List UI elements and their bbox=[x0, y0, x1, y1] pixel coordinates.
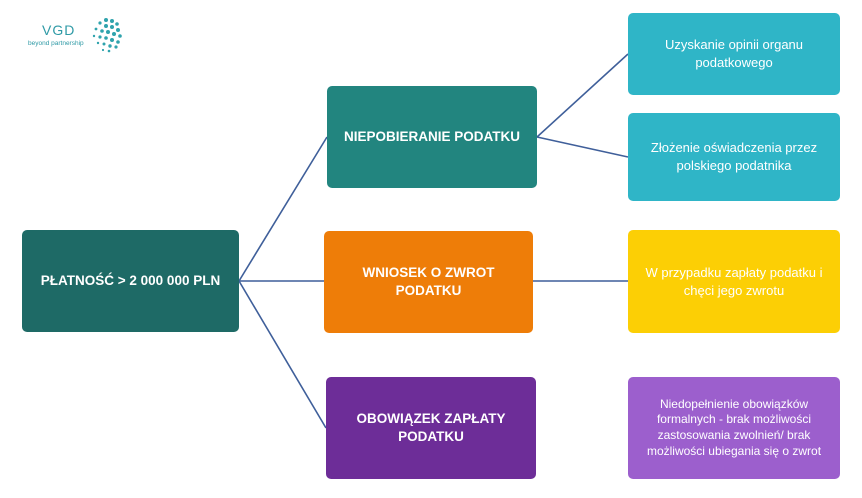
leaf-node-niedopelnienie: Niedopełnienie obowiązków formalnych - b… bbox=[628, 377, 840, 479]
root-label: PŁATNOŚĆ > 2 000 000 PLN bbox=[40, 272, 221, 288]
logo-dots-icon bbox=[92, 18, 122, 53]
vgd-logo: VGD beyond partnership bbox=[28, 14, 128, 54]
branch-label: NIEPOBIERANIE PODATKU bbox=[343, 128, 520, 144]
leaf-node-oswiadczenie: Złożenie oświadczenia przez polskiego po… bbox=[628, 113, 840, 201]
branch-node-niepobieranie: NIEPOBIERANIE PODATKU bbox=[327, 86, 537, 188]
branch-label: WNIOSEK O ZWROT PODATKU bbox=[362, 264, 495, 298]
leaf-node-zwrot: W przypadku zapłaty podatku i chęci jego… bbox=[628, 230, 840, 333]
leaf-label: Niedopełnienie obowiązków formalnych - b… bbox=[646, 396, 822, 458]
leaf-label: Złożenie oświadczenia przez polskiego po… bbox=[650, 140, 818, 173]
root-node: PŁATNOŚĆ > 2 000 000 PLN bbox=[22, 230, 239, 332]
leaf-label: Uzyskanie opinii organu podatkowego bbox=[664, 37, 804, 70]
branch-label: OBOWIĄZEK ZAPŁATY PODATKU bbox=[356, 410, 506, 444]
logo-tagline: beyond partnership bbox=[28, 40, 84, 47]
connector-root-branch-3 bbox=[238, 280, 327, 429]
leaf-node-opinia: Uzyskanie opinii organu podatkowego bbox=[628, 13, 840, 95]
connector-root-branch-1 bbox=[238, 136, 328, 282]
leaf-label: W przypadku zapłaty podatku i chęci jego… bbox=[645, 264, 823, 298]
branch-node-obowiazek: OBOWIĄZEK ZAPŁATY PODATKU bbox=[326, 377, 536, 479]
branch-node-wniosek: WNIOSEK O ZWROT PODATKU bbox=[324, 231, 533, 333]
logo-name: VGD bbox=[42, 22, 76, 38]
connector-branch-1-leaf-1 bbox=[536, 53, 629, 138]
connector-branch-1-leaf-2 bbox=[536, 136, 629, 158]
